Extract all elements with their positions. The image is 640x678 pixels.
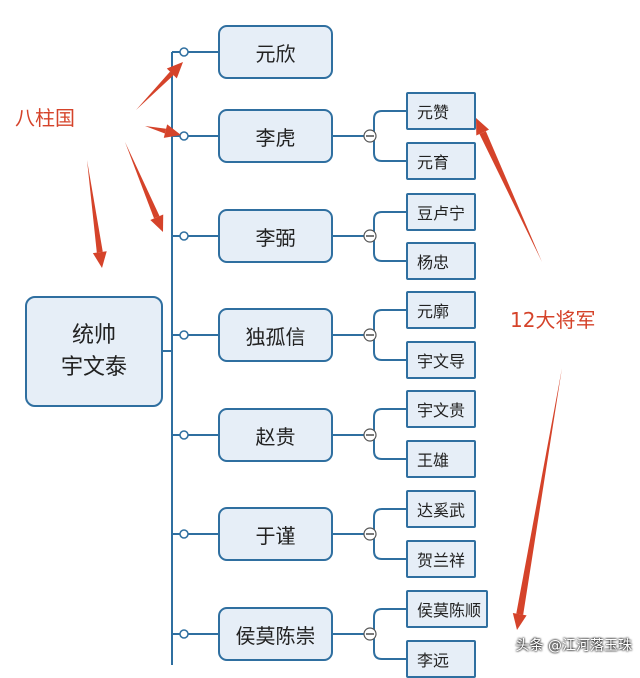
pillar-node: 于谨: [218, 507, 333, 561]
pillar-node: 赵贵: [218, 408, 333, 462]
root-name: 宇文泰: [60, 354, 127, 380]
general-name: 达奚武: [417, 501, 466, 520]
general-node: 宇文贵: [406, 390, 476, 428]
branch-node-dot: [179, 529, 189, 539]
general-name: 元赞: [417, 103, 450, 122]
pillar-name: 元欣: [255, 41, 296, 66]
general-node: 杨忠: [406, 242, 476, 280]
pillar-name: 侯莫陈崇: [235, 623, 316, 648]
red-arrow: [476, 118, 542, 262]
general-node: 王雄: [406, 440, 476, 478]
red-arrow: [512, 368, 562, 630]
general-node: 贺兰祥: [406, 540, 476, 578]
red-arrow: [145, 124, 181, 138]
general-node: 元廓: [406, 291, 476, 329]
pillar-node: 元欣: [218, 25, 333, 79]
red-arrow: [136, 62, 183, 110]
pillar-name: 李弼: [255, 225, 296, 250]
general-name: 宇文导: [417, 352, 466, 371]
red-arrow: [125, 142, 164, 232]
general-node: 达奚武: [406, 490, 476, 528]
general-name: 豆卢宁: [417, 204, 466, 223]
annotation-generals: 12大将军: [510, 308, 596, 332]
general-name: 侯莫陈顺: [417, 601, 482, 620]
pillar-name: 赵贵: [255, 424, 296, 449]
general-name: 王雄: [417, 451, 450, 470]
branch-node-dot: [179, 330, 189, 340]
general-node: 宇文导: [406, 341, 476, 379]
general-name: 宇文贵: [417, 401, 466, 420]
branch-node-dot: [179, 231, 189, 241]
watermark: 头条 @江河落玉珠: [515, 638, 632, 654]
annotation-pillars: 八柱国: [15, 106, 75, 130]
root-node: 统帅 宇文泰: [25, 296, 163, 407]
general-name: 元廓: [417, 302, 450, 321]
general-node: 元育: [406, 142, 476, 180]
general-node: 元赞: [406, 92, 476, 130]
general-node: 侯莫陈顺: [406, 590, 488, 628]
branch-node-dot: [179, 629, 189, 639]
branch-node-dot: [179, 47, 189, 57]
branch-node-dot: [179, 131, 189, 141]
pillar-node: 侯莫陈崇: [218, 607, 333, 661]
general-name: 杨忠: [417, 253, 450, 272]
root-title: 统帅: [71, 322, 116, 348]
branch-node-dot: [179, 430, 189, 440]
general-name: 贺兰祥: [417, 551, 466, 570]
general-node: 豆卢宁: [406, 193, 476, 231]
pillar-name: 李虎: [255, 125, 296, 150]
red-arrow: [87, 160, 107, 268]
pillar-node: 李虎: [218, 109, 333, 163]
pillar-name: 于谨: [255, 523, 296, 548]
general-name: 元育: [417, 153, 450, 172]
pillar-node: 独孤信: [218, 308, 333, 362]
pillar-node: 李弼: [218, 209, 333, 263]
pillar-name: 独孤信: [245, 324, 306, 349]
